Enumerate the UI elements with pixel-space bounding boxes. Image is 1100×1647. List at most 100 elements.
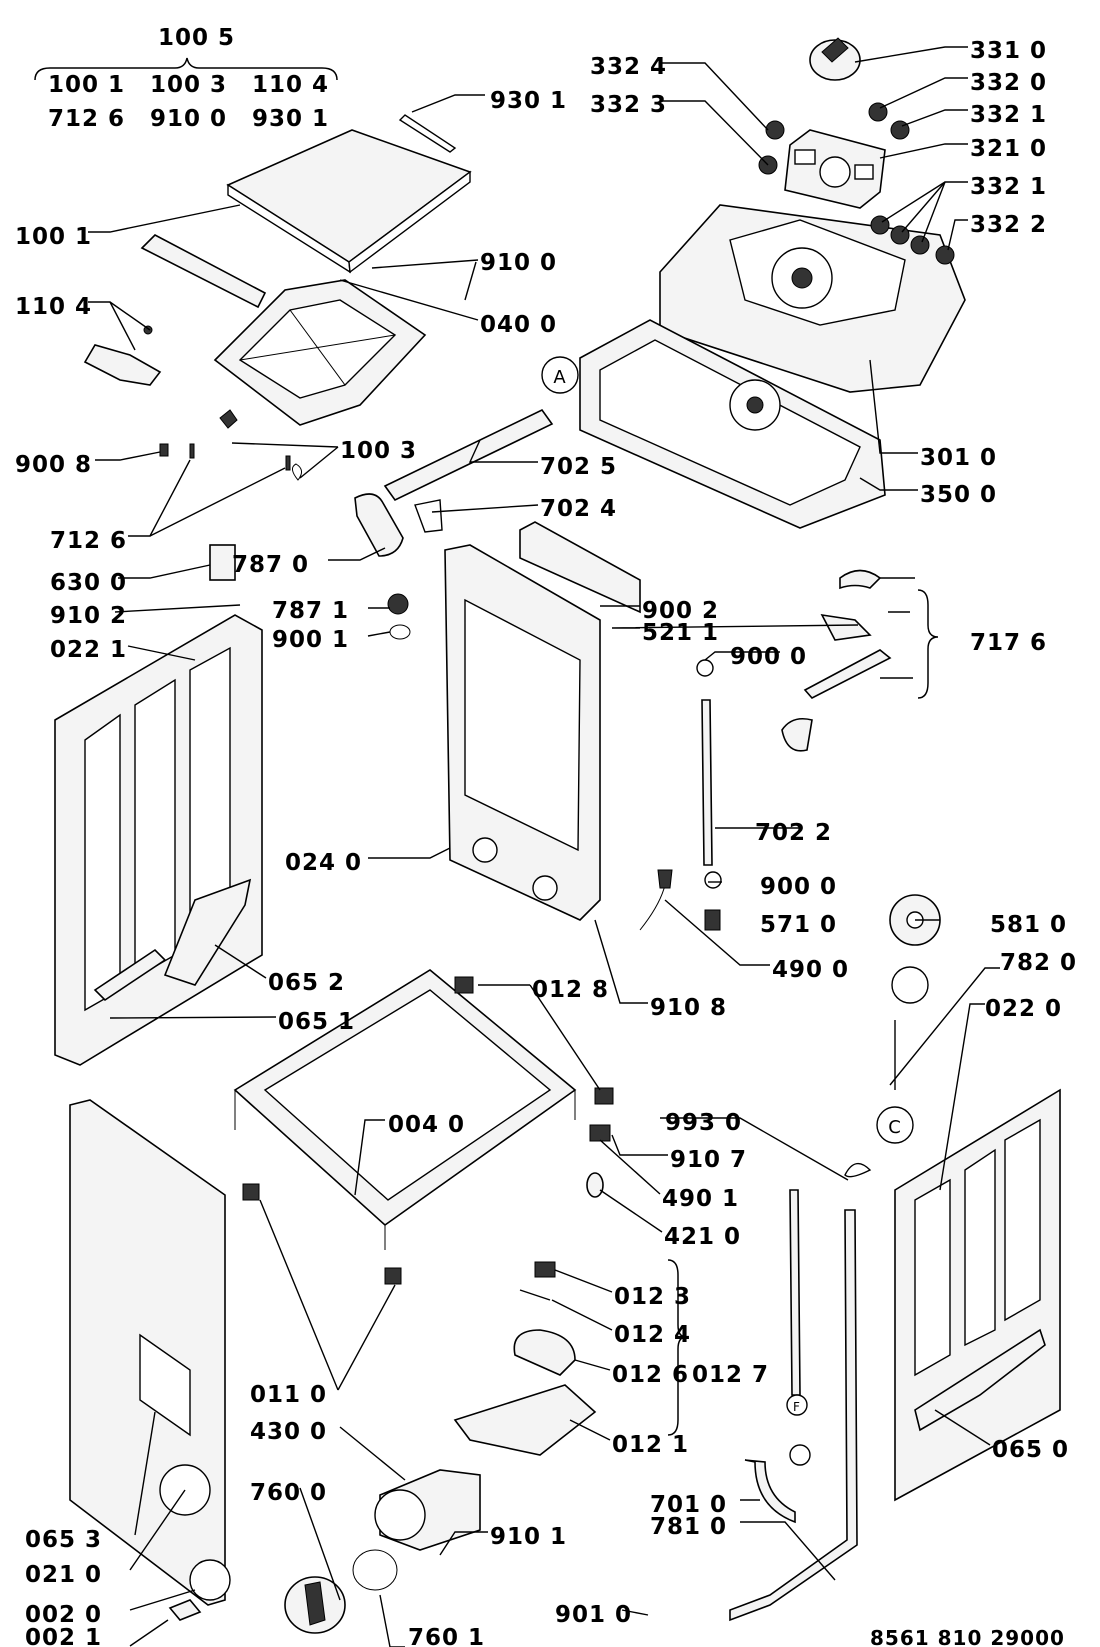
label-012-4: 012 4 xyxy=(614,1322,691,1348)
label-group-110-4: 110 4 xyxy=(252,72,329,98)
drain-pump xyxy=(374,1469,481,1551)
label-012-3: 012 3 xyxy=(614,1284,691,1310)
label-100-1: 100 1 xyxy=(15,224,92,250)
strip-part xyxy=(398,114,457,153)
left-side-panel xyxy=(54,614,263,1066)
label-782-0: 782 0 xyxy=(1000,950,1077,976)
label-004-0: 004 0 xyxy=(388,1112,465,1138)
label-110-4: 110 4 xyxy=(15,294,92,320)
drain-filter xyxy=(284,1549,398,1634)
hinge-parts xyxy=(159,409,302,481)
label-787-1: 787 1 xyxy=(272,598,349,624)
label-group-910-0: 910 0 xyxy=(150,106,227,132)
label-760-0: 760 0 xyxy=(250,1480,327,1506)
part-labels: 100 5 100 1 100 3 110 4 712 6 910 0 930 … xyxy=(15,25,1077,1647)
label-065-1: 065 1 xyxy=(278,1009,355,1035)
label-group-712-6: 712 6 xyxy=(48,106,125,132)
label-910-8: 910 8 xyxy=(650,995,727,1021)
label-100-5: 100 5 xyxy=(158,25,235,51)
label-900-0-a: 900 0 xyxy=(730,644,807,670)
label-024-0: 024 0 xyxy=(285,850,362,876)
bracket-900-2 xyxy=(519,521,641,614)
label-065-0: 065 0 xyxy=(992,1437,1069,1463)
bezel xyxy=(784,129,886,209)
callout-a: A xyxy=(553,367,566,388)
label-332-2: 332 2 xyxy=(970,212,1047,238)
front-handle xyxy=(83,234,267,386)
label-022-0: 022 0 xyxy=(985,996,1062,1022)
label-421-0: 421 0 xyxy=(664,1224,741,1250)
label-702-2: 702 2 xyxy=(755,820,832,846)
callout-f: F xyxy=(793,1400,801,1414)
group-brace-100-5 xyxy=(34,57,338,81)
label-012-7: 012 7 xyxy=(692,1362,769,1388)
small-parts xyxy=(586,1124,611,1198)
drain-hoses: F xyxy=(729,1162,872,1622)
label-332-1-a: 332 1 xyxy=(970,102,1047,128)
label-900-8: 900 8 xyxy=(15,452,92,478)
label-332-1-b: 332 1 xyxy=(970,174,1047,200)
label-787-0: 787 0 xyxy=(232,552,309,578)
label-012-6: 012 6 xyxy=(612,1362,689,1388)
top-frame xyxy=(213,279,427,426)
label-065-3: 065 3 xyxy=(25,1527,102,1553)
label-910-2: 910 2 xyxy=(50,603,127,629)
parts-717-6 xyxy=(781,569,892,752)
block-630-0 xyxy=(209,544,236,581)
brace-012-7 xyxy=(667,1259,687,1436)
label-910-7: 910 7 xyxy=(670,1147,747,1173)
label-011-0: 011 0 xyxy=(250,1382,327,1408)
selector-knob xyxy=(809,37,861,81)
control-panel-fascia xyxy=(659,204,966,393)
drain-parts xyxy=(453,1261,597,1456)
leader-lines xyxy=(88,46,1000,1647)
label-021-0: 021 0 xyxy=(25,1562,102,1588)
label-490-1: 490 1 xyxy=(662,1186,739,1212)
label-581-0: 581 0 xyxy=(990,912,1067,938)
label-332-4: 332 4 xyxy=(590,54,667,80)
label-901-0: 901 0 xyxy=(555,1602,632,1628)
label-993-0: 993 0 xyxy=(665,1110,742,1136)
label-group-930-1: 930 1 xyxy=(252,106,329,132)
pulley xyxy=(889,894,941,1004)
brace-717-6 xyxy=(917,589,939,699)
rear-panel xyxy=(444,544,601,921)
electronic-board xyxy=(579,319,886,529)
label-712-6: 712 6 xyxy=(50,528,127,554)
label-760-1: 760 1 xyxy=(408,1625,485,1647)
label-521-1: 521 1 xyxy=(642,620,719,646)
rod: C xyxy=(876,1020,914,1144)
label-490-0: 490 0 xyxy=(772,957,849,983)
right-side-panel xyxy=(894,1088,1061,1502)
label-930-1: 930 1 xyxy=(490,88,567,114)
label-065-2: 065 2 xyxy=(268,970,345,996)
label-012-1: 012 1 xyxy=(612,1432,689,1458)
label-701-0: 701 0 xyxy=(650,1492,727,1518)
label-900-2: 900 2 xyxy=(642,598,719,624)
label-910-0: 910 0 xyxy=(480,250,557,276)
label-002-1: 002 1 xyxy=(25,1625,102,1647)
label-910-1: 910 1 xyxy=(490,1524,567,1550)
cap-and-clip xyxy=(168,1559,231,1621)
label-group-100-1: 100 1 xyxy=(48,72,125,98)
label-040-0: 040 0 xyxy=(480,312,557,338)
label-group-100-3: 100 3 xyxy=(150,72,227,98)
label-022-1: 022 1 xyxy=(50,637,127,663)
label-717-6: 717 6 xyxy=(970,630,1047,656)
label-321-0: 321 0 xyxy=(970,136,1047,162)
label-332-3: 332 3 xyxy=(590,92,667,118)
label-350-0: 350 0 xyxy=(920,482,997,508)
label-430-0: 430 0 xyxy=(250,1419,327,1445)
hose-702-2 xyxy=(696,659,722,889)
label-571-0: 571 0 xyxy=(760,912,837,938)
label-630-0: 630 0 xyxy=(50,570,127,596)
document-number: 8561 810 29000 xyxy=(870,1626,1065,1647)
bellows xyxy=(354,493,443,640)
label-012-8: 012 8 xyxy=(532,977,609,1003)
label-331-0: 331 0 xyxy=(970,38,1047,64)
base-frame xyxy=(233,969,577,1250)
hose-702-5: A xyxy=(383,356,579,502)
valve-and-cable xyxy=(639,869,721,931)
